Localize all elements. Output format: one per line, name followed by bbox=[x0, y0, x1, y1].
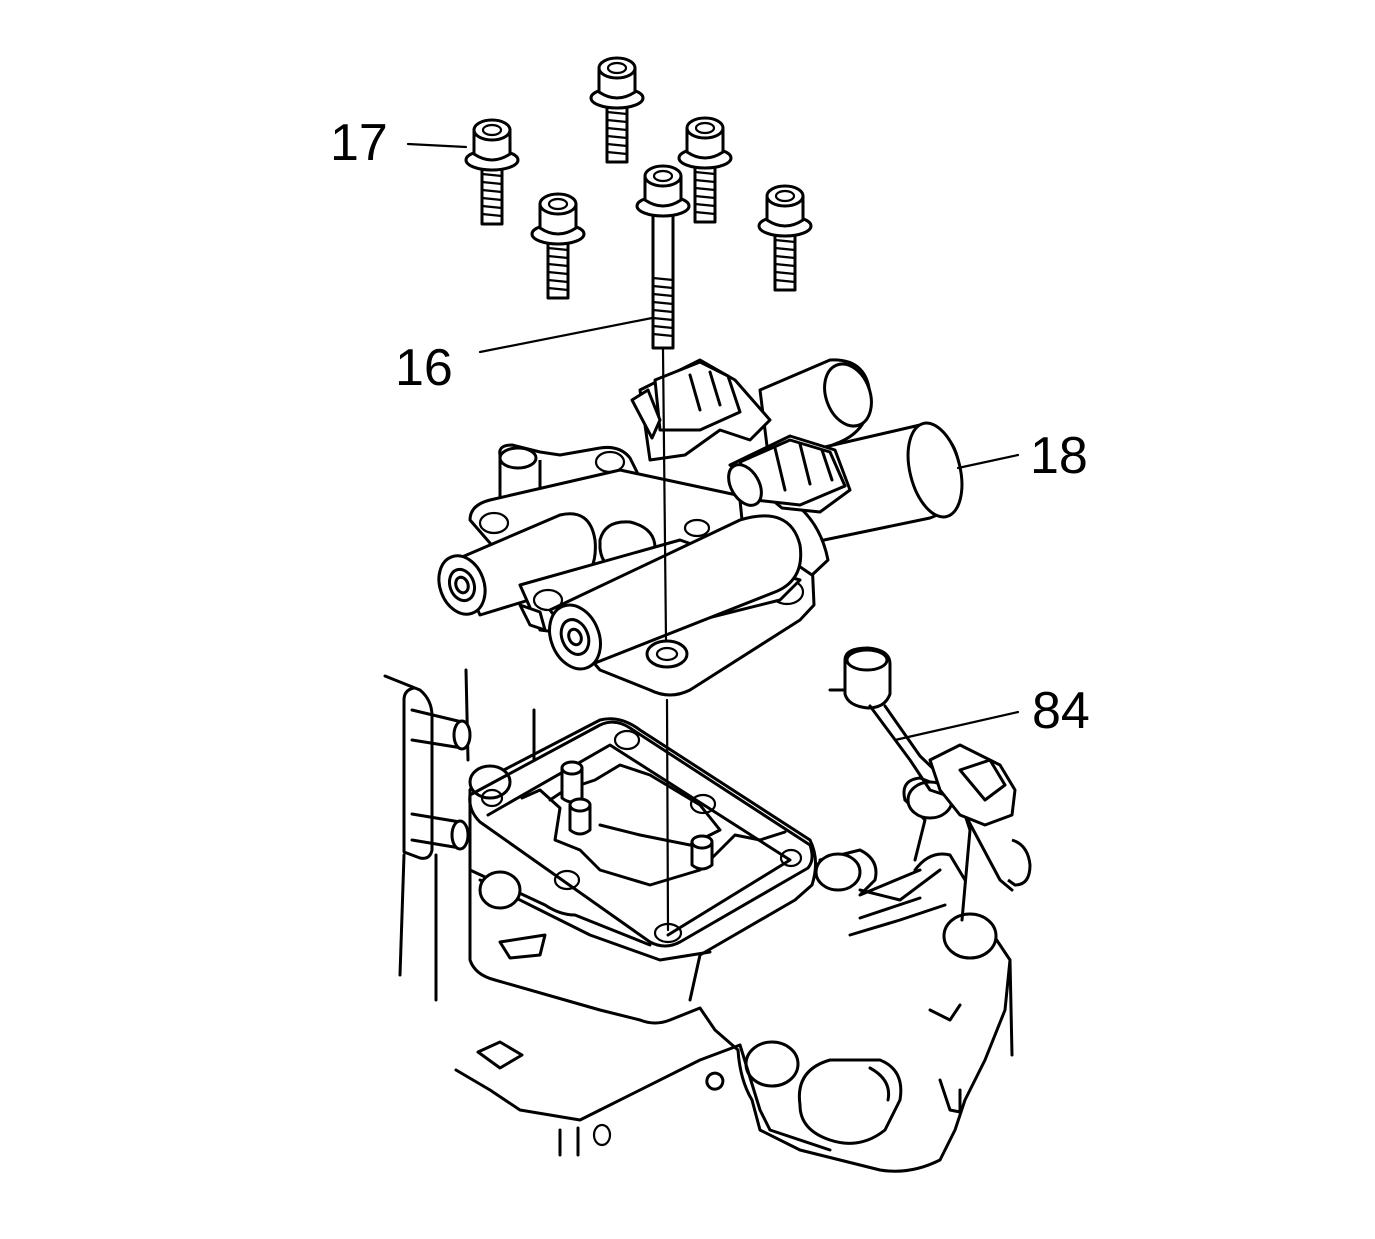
bolt-17-a bbox=[464, 118, 520, 226]
leader-line-84 bbox=[893, 710, 1020, 742]
callout-84: 84 bbox=[1032, 682, 1090, 740]
callout-17: 17 bbox=[330, 114, 388, 172]
bolt-17-b bbox=[589, 56, 645, 164]
leader-line-16 bbox=[478, 316, 654, 354]
valve-seat-plate bbox=[468, 720, 814, 948]
bolt-17-c bbox=[677, 116, 733, 224]
part-16-long-bolt bbox=[635, 164, 691, 350]
bolt-17-d bbox=[530, 192, 586, 300]
leader-line-18 bbox=[956, 453, 1020, 470]
leader-line-17 bbox=[406, 142, 468, 149]
part-84-sensor bbox=[828, 646, 1032, 922]
alignment-line bbox=[661, 348, 670, 932]
part-17-bolts bbox=[464, 56, 813, 300]
callout-16: 16 bbox=[395, 339, 453, 397]
part-18-solenoid-assembly bbox=[437, 358, 964, 697]
valve-body-housing bbox=[383, 668, 1014, 1173]
callout-18: 18 bbox=[1030, 427, 1088, 485]
bolt-17-e bbox=[757, 184, 813, 292]
